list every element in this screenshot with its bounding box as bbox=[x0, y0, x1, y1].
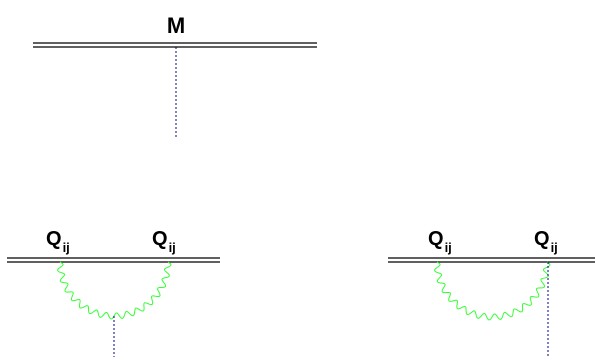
bottom-left-diagram: Qij Qij bbox=[7, 228, 220, 357]
br-left-label-base: Q bbox=[428, 228, 444, 250]
top-diagram-label: M bbox=[167, 13, 185, 38]
br-right-label-sub: ij bbox=[551, 240, 558, 255]
bl-right-label: Qij bbox=[152, 228, 176, 255]
bl-right-label-base: Q bbox=[152, 228, 168, 250]
bl-right-label-sub: ij bbox=[169, 240, 176, 255]
top-diagram: M bbox=[33, 13, 317, 139]
br-left-label: Qij bbox=[428, 228, 452, 255]
bl-gluon-arc bbox=[57, 261, 172, 320]
bl-left-label-base: Q bbox=[46, 228, 62, 250]
bottom-right-diagram: Qij Qij bbox=[388, 228, 595, 357]
bl-left-label-sub: ij bbox=[63, 240, 70, 255]
br-gluon-arc bbox=[434, 261, 551, 321]
br-left-label-sub: ij bbox=[445, 240, 452, 255]
br-right-label-base: Q bbox=[534, 228, 550, 250]
bl-left-label: Qij bbox=[46, 228, 70, 255]
br-right-label: Qij bbox=[534, 228, 558, 255]
